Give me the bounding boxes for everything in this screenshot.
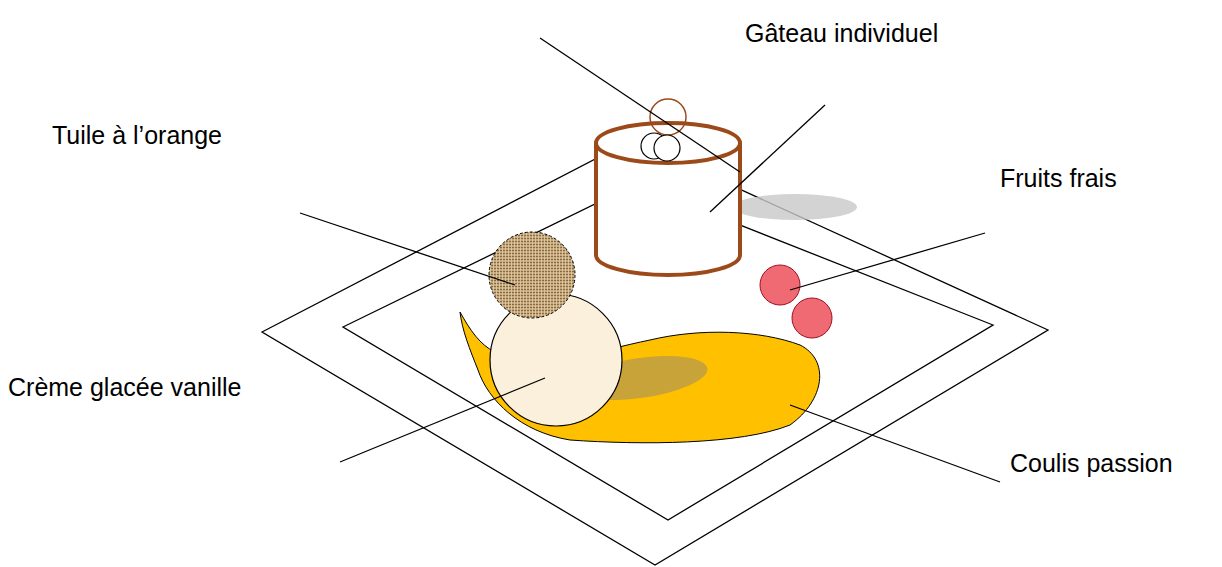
fruit — [792, 298, 832, 338]
leader-line — [710, 105, 825, 212]
tuile — [489, 232, 575, 318]
decoration — [650, 99, 686, 135]
plate-outer — [262, 140, 1048, 565]
decoration — [654, 135, 680, 161]
cake-shadow — [733, 194, 857, 220]
leader-line — [790, 233, 985, 290]
leader-line — [300, 213, 515, 285]
part-label: Coulis passion — [1010, 448, 1173, 478]
part-label: Fruits frais — [1000, 163, 1117, 193]
part-label: Crème glacée vanille — [8, 372, 241, 402]
fruit — [760, 265, 800, 305]
part-label: Gâteau individuel — [745, 18, 938, 48]
leader-line — [790, 405, 1000, 482]
leader-line — [340, 378, 545, 462]
leader-line — [540, 38, 740, 172]
part-label: Tuile à l’orange — [52, 120, 222, 150]
ice-cream — [490, 294, 622, 426]
